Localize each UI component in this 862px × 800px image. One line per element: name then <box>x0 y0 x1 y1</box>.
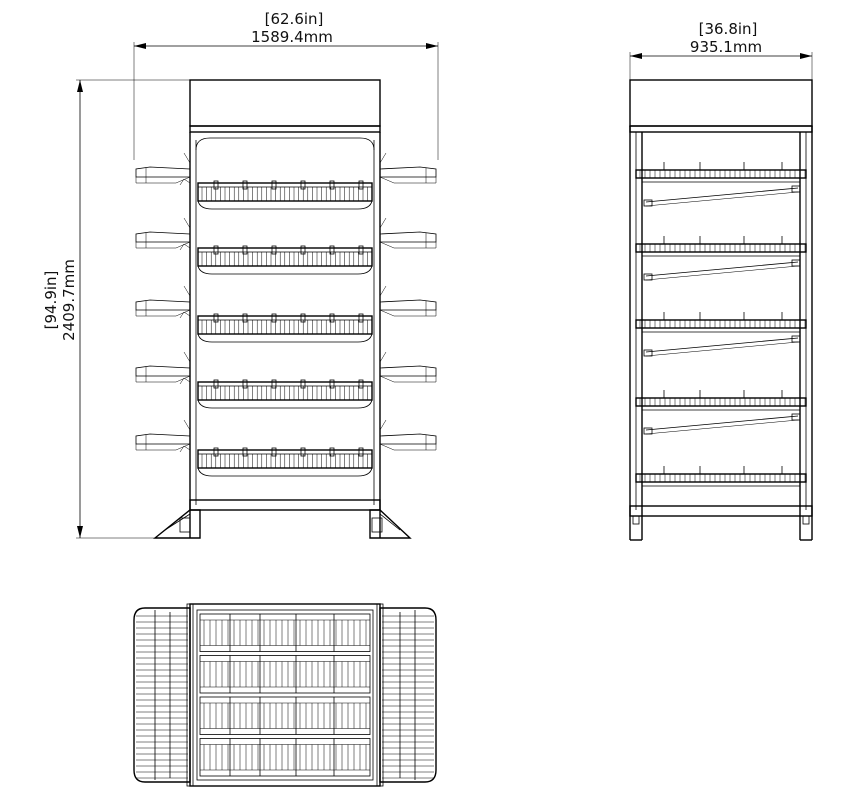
front-left-arm-1 <box>135 166 191 178</box>
top-basket-row-3 <box>199 696 371 735</box>
side-header-panel <box>629 79 813 127</box>
side-bottom-rail <box>629 505 813 517</box>
height-dimension: [94.9in] 2409.7mm <box>42 79 190 539</box>
front-right-arm-2 <box>379 231 437 243</box>
side-shelf-5 <box>635 466 807 487</box>
front-view: [62.6in] 1589.4mm [94.9in] 2409.7mm <box>42 10 439 539</box>
side-shelves <box>635 162 807 487</box>
front-left-arm-5 <box>135 433 191 445</box>
front-width-dimension: [62.6in] 1589.4mm <box>133 10 439 160</box>
top-basket-row-4 <box>199 738 371 777</box>
height-inches: [94.9in] <box>42 271 60 330</box>
front-right-arm-3 <box>379 299 437 311</box>
top-frame <box>189 603 381 787</box>
top-basket-grid <box>199 613 371 777</box>
side-arm-4 <box>645 415 799 431</box>
front-shelf-5 <box>135 419 437 477</box>
front-left-arm-4 <box>135 365 191 377</box>
side-width-millimeters: 935.1mm <box>690 38 762 56</box>
side-width-dimension: [36.8in] 935.1mm <box>629 20 813 80</box>
height-millimeters: 2409.7mm <box>60 259 78 341</box>
front-right-foot <box>369 509 412 539</box>
top-basket-row-2 <box>199 655 371 694</box>
side-shelf-1 <box>635 162 807 207</box>
front-width-millimeters: 1589.4mm <box>251 28 333 46</box>
side-view: [36.8in] 935.1mm <box>629 20 813 541</box>
front-shelves <box>135 152 437 477</box>
front-right-arm-4 <box>379 365 437 377</box>
front-left-arm-3 <box>135 299 191 311</box>
front-bottom-rail <box>189 499 381 511</box>
side-arm-1 <box>645 187 799 203</box>
front-shelf-1 <box>135 152 437 210</box>
side-shelf-3 <box>635 312 807 357</box>
front-left-foot <box>153 509 201 539</box>
side-shelf-4 <box>635 390 807 435</box>
front-right-arm-5 <box>379 433 437 445</box>
top-right-side-basket <box>379 607 437 783</box>
side-shelf-2 <box>635 236 807 281</box>
top-view <box>133 603 437 787</box>
front-shelf-4 <box>135 351 437 409</box>
front-shelf-3 <box>135 285 437 343</box>
front-top-rail <box>189 125 381 133</box>
side-arm-2 <box>645 261 799 277</box>
side-width-inches: [36.8in] <box>699 20 758 38</box>
top-basket-row-1 <box>199 613 371 652</box>
front-header-panel <box>189 79 381 127</box>
top-left-side-basket <box>133 607 191 783</box>
side-arm-3 <box>645 337 799 353</box>
front-right-arm-1 <box>379 166 437 178</box>
front-left-arm-2 <box>135 231 191 243</box>
front-shelf-2 <box>135 217 437 275</box>
front-width-inches: [62.6in] <box>265 10 324 28</box>
